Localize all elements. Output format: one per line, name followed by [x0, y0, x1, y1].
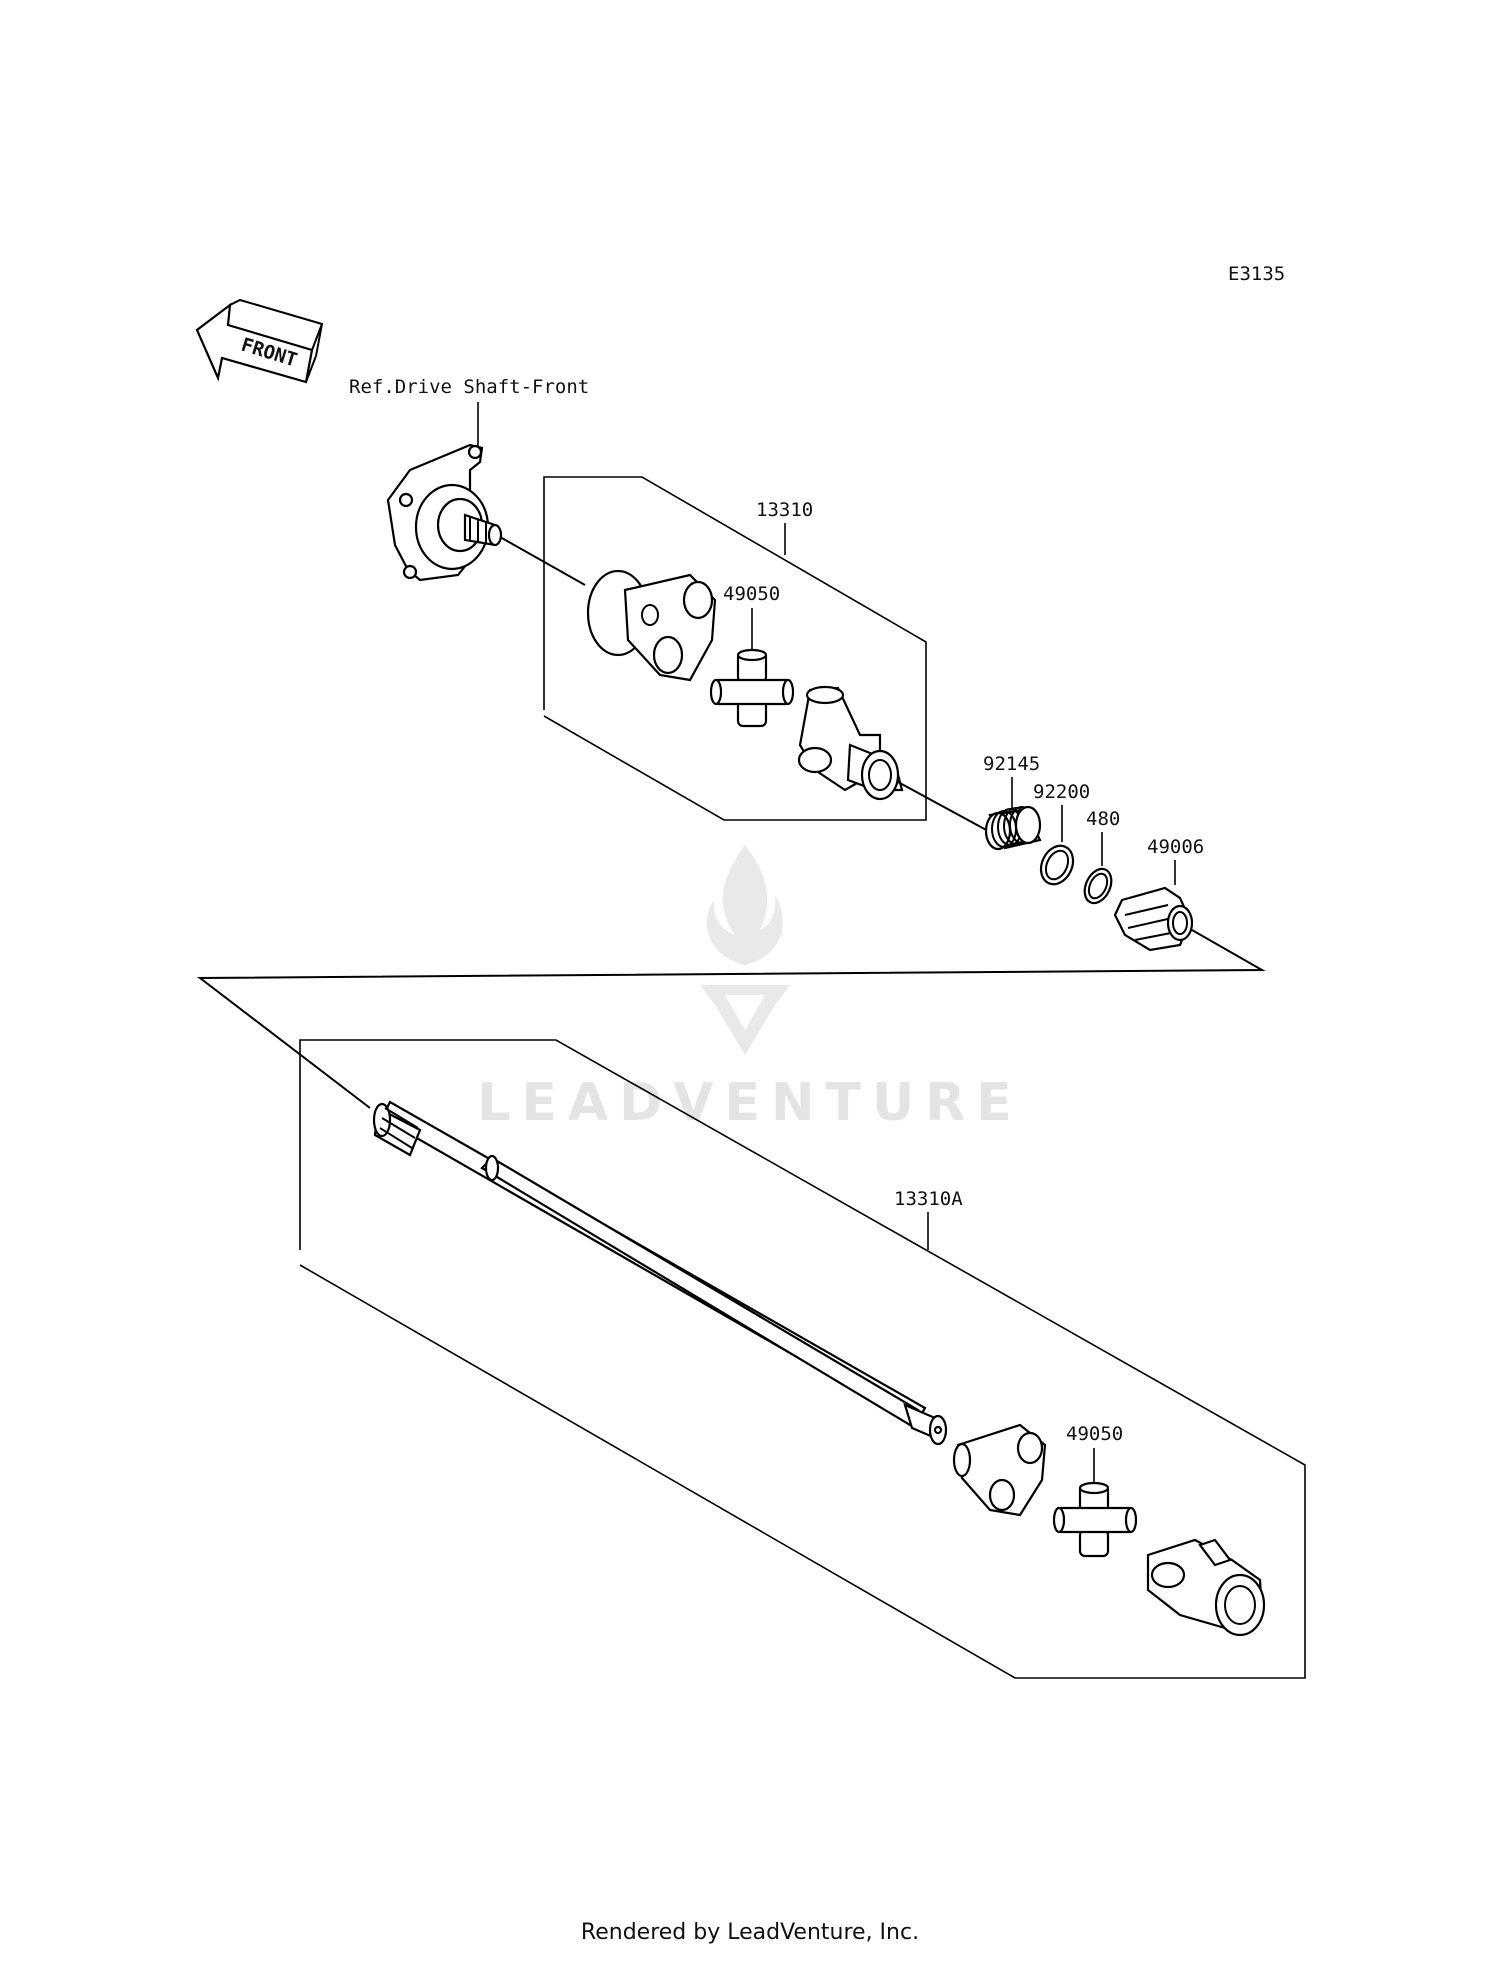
washer-92200: [1039, 844, 1075, 886]
callout-49050-lower: 49050: [1066, 1423, 1123, 1445]
spring-92145: [984, 805, 1042, 851]
assembly-bracket-13310: [543, 476, 927, 821]
boot-49006: [1113, 886, 1194, 952]
axis-line-upper: [499, 536, 586, 586]
watermark: LEADVENTURE: [477, 845, 1023, 1133]
universal-joint-upper: [709, 648, 795, 728]
callout-92145: 92145: [983, 753, 1040, 775]
assembly-bracket-13310A: [299, 1039, 1306, 1679]
circlip-480: [1083, 867, 1113, 905]
guide-line-crossover: [197, 929, 1266, 1109]
reference-label: Ref.Drive Shaft-Front: [349, 376, 589, 398]
axis-line-mid: [897, 781, 991, 833]
callout-92200: 92200: [1033, 781, 1090, 803]
slip-yoke-upper: [797, 685, 904, 801]
yoke-lower-rear: [1146, 1538, 1266, 1637]
flange-yoke-upper: [586, 569, 717, 682]
callout-480: 480: [1086, 808, 1120, 830]
callout-13310A: 13310A: [894, 1188, 963, 1210]
final-gear-housing: [386, 443, 503, 582]
watermark-text: LEADVENTURE: [477, 1073, 1023, 1133]
callout-49050-upper: 49050: [723, 583, 780, 605]
callout-49006: 49006: [1147, 836, 1204, 858]
yoke-lower-front: [952, 1423, 1047, 1517]
universal-joint-lower: [1052, 1481, 1138, 1558]
callout-13310: 13310: [756, 499, 813, 521]
flame-logo-icon: [700, 845, 790, 1055]
footer-credit: Rendered by LeadVenture, Inc.: [580, 1920, 920, 1945]
drive-shaft: [372, 1100, 948, 1446]
front-arrow-icon: FRONT: [195, 298, 324, 384]
diagram-code: E3135: [1228, 263, 1285, 285]
